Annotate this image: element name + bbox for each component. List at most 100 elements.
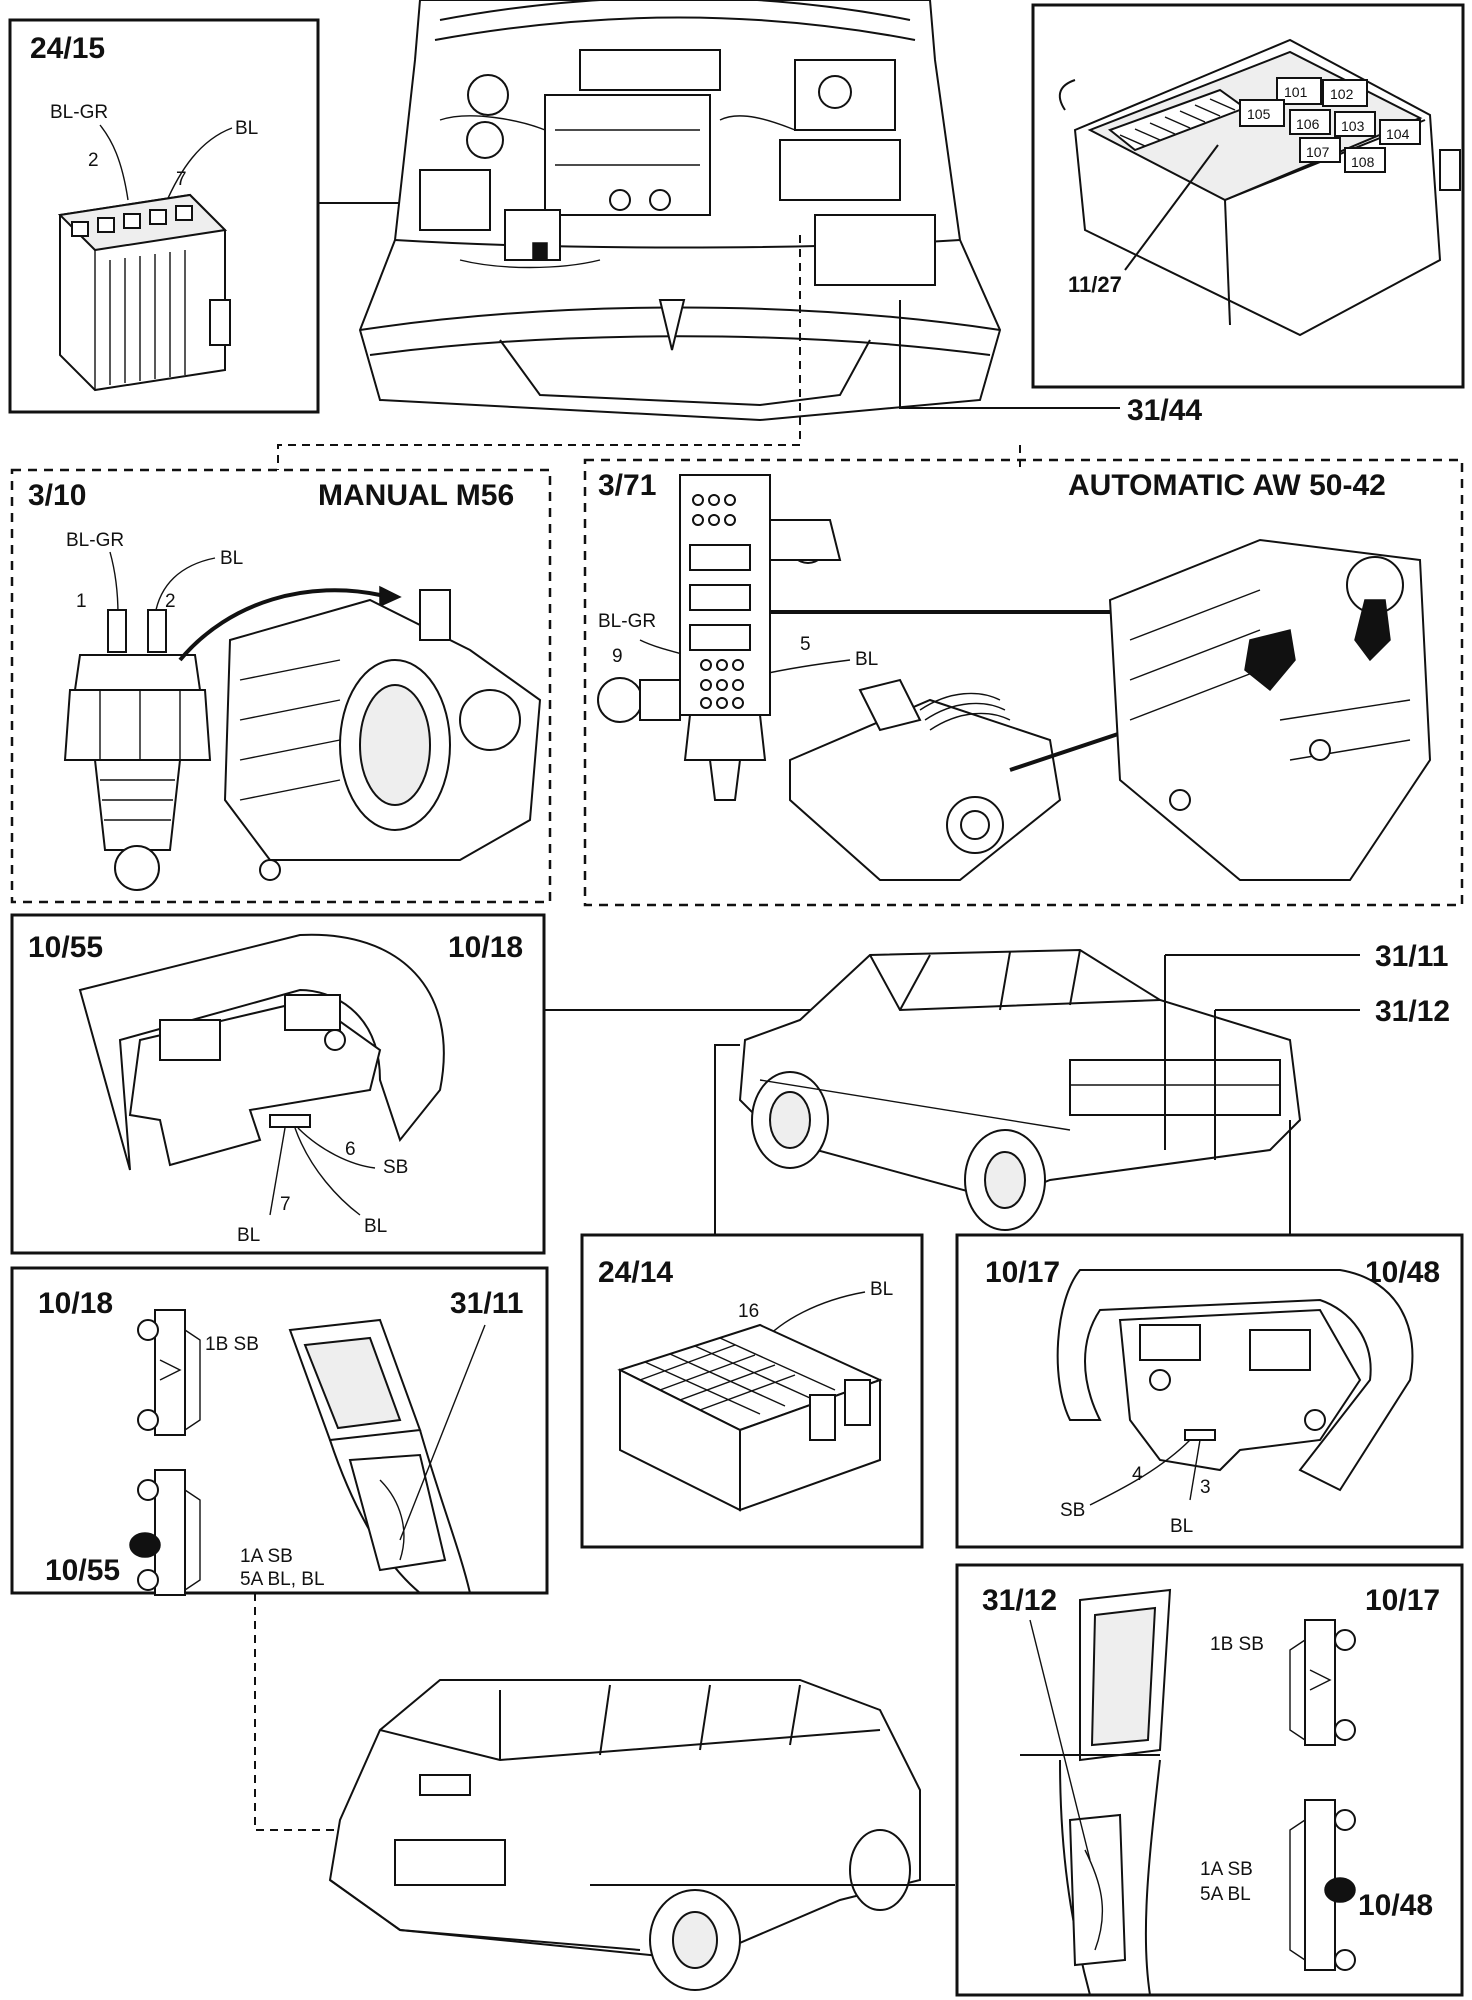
lower-bulb-holder-icon [1289,1799,1356,1971]
pin-5-label: 5 [800,634,811,655]
fuse-104: 104 [1386,126,1410,142]
wagon-right-detail-panel: 31/12 10/17 10/48 1B SB 1A SB 5A BL [955,1563,1464,1997]
connector-24-14-leader [714,1044,740,1235]
fuse-102: 102 [1330,86,1354,102]
ref-24-15: 24/15 [30,32,105,65]
ground-leader [399,1324,486,1541]
ref-24-14: 24/14 [598,1256,673,1289]
lower-socket-label-1: 1A SB [240,1546,293,1567]
panel-border [1031,3,1465,389]
engine-bay-illustration: 31/44 [277,0,1202,470]
ref-10-18: 10/18 [448,931,523,964]
wagon-left-detail-panel: 10/18 31/11 10/55 1B SB 1A SB 5A BL, BL [10,1266,590,1831]
reservoir-icon [467,74,509,116]
wire-sb-label: SB [383,1157,408,1178]
bulb-icon [129,1532,161,1558]
reverse-light-switch-icon [63,609,212,891]
upper-socket-label: 1B SB [1210,1634,1264,1655]
leader-pin-7 [269,1127,286,1216]
leader-sb [1089,1439,1191,1506]
wagon-car-illustration [328,1679,955,1991]
ground-31-44-leader [899,300,1120,409]
lower-socket-label-1: 1A SB [1200,1859,1253,1880]
automatic-gearbox-icon [1108,538,1432,881]
ref-31-11: 31/11 [450,1287,523,1320]
leader-bl-gr [99,124,129,201]
leader-bl [164,127,233,206]
wire-bl-right-label: BL [364,1216,387,1237]
wire-sb-label: SB [1060,1500,1085,1521]
curved-arrow [178,588,381,662]
fuse-box-ref-11-27: 11/27 [1068,272,1122,297]
rear-light-housing-icon [1056,1269,1414,1492]
license-plate-icon [394,1839,506,1886]
relay-block [1239,77,1421,173]
switch-location-marker [532,242,548,260]
wire-bl-label: BL [220,548,243,569]
leader-pin-6 [294,1127,361,1216]
pin-3-label: 3 [1200,1477,1211,1498]
leader-bl [1189,1439,1201,1501]
multi-pin-connector-icon [57,193,231,392]
auto-switch-panel: 3/71 AUTOMATIC AW 50-42 BL-GR 9 5 BL [583,458,1464,907]
ground-ref-31-11: 31/11 [1375,940,1448,973]
leader-sb [297,1127,376,1169]
wire-bl-label: BL [1170,1516,1193,1537]
ref-10-48: 10/48 [1358,1889,1433,1922]
sedan-car-illustration: 31/11 31/12 [714,940,1450,1235]
tailgate-pillar-icon [1020,1588,1172,1996]
pin-1-label: 1 [76,591,87,612]
bulb-icon [1324,1877,1356,1903]
wagon-body-icon [328,1679,921,1962]
gear-selector-connector-icon [597,474,842,801]
fuse-107: 107 [1306,144,1330,160]
wire-bl-label: BL [235,118,258,139]
wire-bl-label: BL [870,1279,893,1300]
ref-10-55: 10/55 [45,1554,120,1587]
wire-bl-label: BL [855,649,878,670]
panel-border [8,18,320,414]
fuse-105: 105 [1247,106,1271,122]
ground-leader [1029,1619,1091,1861]
fuse-leader [1124,144,1219,271]
fuse-108: 108 [1351,154,1375,170]
pin-4-label: 4 [1132,1464,1143,1485]
ref-31-12: 31/12 [982,1584,1057,1617]
battery-icon [814,214,936,286]
pin-2-label: 2 [88,150,99,171]
ref-10-18: 10/18 [38,1287,113,1320]
ref-10-17: 10/17 [985,1256,1060,1289]
fuse-box-panel: 101 102 103 104 105 106 107 108 11/27 [1031,3,1465,389]
auto-title: AUTOMATIC AW 50-42 [1068,469,1386,502]
pin-2-label: 2 [165,591,176,612]
connector-block-icon [617,1323,883,1512]
pin-6-label: 6 [345,1139,356,1160]
gear-position-switch-icon [789,678,1062,881]
rear-light-housing-icon [78,933,445,1171]
fuse-106: 106 [1296,116,1320,132]
fuse-101: 101 [1284,84,1308,100]
ref-3-10: 3/10 [28,479,86,512]
lower-socket-label-2: 5A BL, BL [240,1569,325,1590]
pin-16-label: 16 [738,1301,759,1322]
pin-9-label: 9 [612,646,623,667]
sedan-rear-light-panel: 10/55 10/18 6 SB 7 BL BL [10,913,1110,1255]
panel-border [10,1266,549,1595]
panel-border [10,913,546,1255]
wire-bl-left-label: BL [237,1225,260,1246]
emblem-icon [658,299,686,351]
fuse-103: 103 [1341,118,1365,134]
ground-ref-31-12: 31/12 [1375,995,1450,1028]
connector-24-15-panel: 24/15 BL-GR BL 2 7 [8,18,455,414]
lower-bulb-holder-icon [129,1469,201,1596]
panel-border [583,458,1464,907]
upper-bulb-holder-icon [1289,1619,1356,1746]
panel-border [580,1233,924,1549]
tailgate-pillar-icon [288,1318,471,1594]
manual-gearbox-icon [223,589,542,881]
ref-10-17: 10/17 [1365,1584,1440,1617]
manual-leader-dashed [277,235,801,470]
pin-7-label: 7 [280,1194,291,1215]
